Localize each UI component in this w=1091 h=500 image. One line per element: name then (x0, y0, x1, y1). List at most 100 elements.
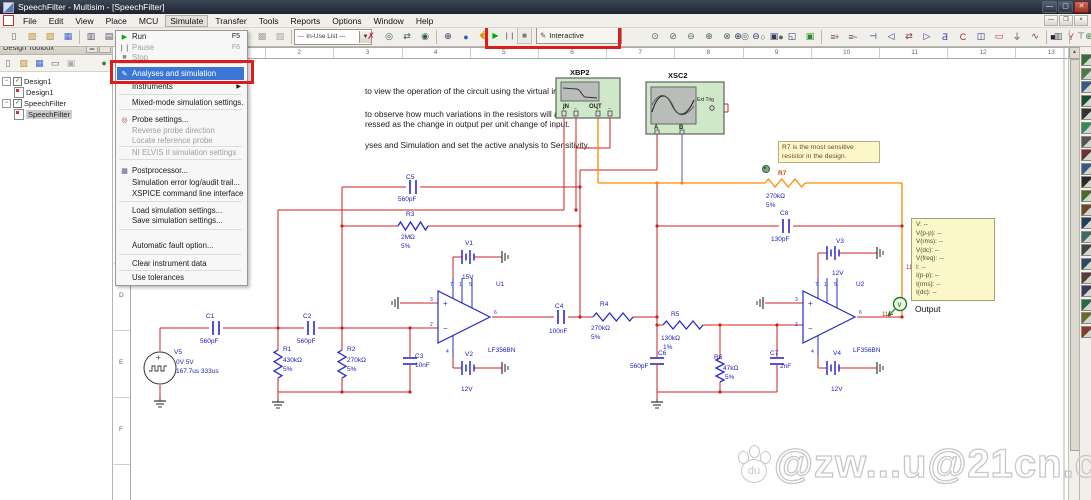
place-rf-icon[interactable]: Y (1067, 31, 1074, 42)
menu-item-automatic-fault-option[interactable]: Automatic fault option... (117, 239, 244, 252)
menu-item-clear-instrument-data[interactable]: Clear instrument data (117, 257, 244, 270)
voltage-probe-icon[interactable]: ◉ (421, 31, 429, 41)
iv-analyzer-icon[interactable] (1081, 190, 1091, 202)
menu-item-instruments[interactable]: Instruments▶ (132, 82, 241, 91)
child-minimize-button[interactable]: — (1044, 15, 1058, 26)
menu-item-probe-settings[interactable]: ◎Probe settings... (117, 113, 244, 126)
in-use-list-select[interactable]: --- In-Use List ---▼ (294, 28, 372, 45)
grapher-icon[interactable]: ▨ (275, 31, 285, 41)
pause-button[interactable]: ❙❙ (503, 32, 516, 40)
erase-probe-icon[interactable]: ✗ (367, 31, 375, 41)
menu-mcu[interactable]: MCU (138, 15, 159, 26)
wattmeter-icon[interactable] (1081, 81, 1091, 94)
current-clamp-icon[interactable] (1081, 326, 1091, 338)
place-power-icon[interactable]: ⏚ (1012, 32, 1022, 42)
place-peripherals-icon[interactable]: ■ (1050, 31, 1056, 42)
menu-place[interactable]: Place (105, 15, 127, 26)
place-transistor-icon[interactable]: ◁ (887, 31, 895, 41)
place-analog-icon[interactable]: ⇄ (905, 31, 913, 41)
menu-file[interactable]: File (23, 15, 37, 26)
child-close-button[interactable]: × (1074, 15, 1088, 26)
description-box-icon[interactable]: ≡ (830, 31, 836, 42)
zoom-out-icon[interactable]: ⊖ (752, 31, 760, 41)
fullscreen-icon[interactable]: ▣ (805, 31, 815, 41)
reverse-probe-icon[interactable]: ⇄ (403, 31, 411, 41)
menu-item-mixed-mode-simulation-settings[interactable]: Mixed-mode simulation settings... (117, 96, 244, 109)
menu-edit[interactable]: Edit (48, 15, 64, 26)
distortion-analyzer-icon[interactable] (1081, 203, 1091, 216)
probe-power-icon[interactable]: ⊖ (687, 31, 695, 41)
logic-analyzer-icon[interactable] (1081, 176, 1091, 189)
help-bulb-icon[interactable]: � (479, 31, 489, 41)
menu-item-save-simulation-settings[interactable]: Save simulation settings... (117, 214, 244, 227)
menu-tools[interactable]: Tools (258, 15, 279, 26)
schematic-canvas[interactable] (114, 47, 1068, 500)
zoom-area-icon[interactable]: ▣ (769, 31, 779, 41)
save-design-icon[interactable]: ▦ (35, 57, 44, 68)
probe-differential-icon[interactable]: ⊕ (705, 31, 713, 41)
word-generator-icon[interactable] (1081, 149, 1091, 162)
menu-item-use-tolerances[interactable]: Use tolerances (117, 271, 244, 284)
multimeter-icon[interactable] (1081, 54, 1091, 66)
labview-instrument-icon[interactable] (1081, 312, 1091, 325)
stop-button[interactable]: ■ (517, 27, 532, 44)
place-misc-icon[interactable]: ∿ (1031, 31, 1039, 41)
hierarchical-block-icon[interactable]: ⊤ (1077, 31, 1085, 41)
probe-digital-icon[interactable]: ⊗ (723, 31, 731, 41)
new-design-icon[interactable]: ▯ (5, 57, 11, 68)
screen-capture-icon[interactable]: ▩ (257, 31, 267, 41)
document-icon[interactable] (3, 15, 14, 26)
place-source-icon[interactable]: + (834, 31, 840, 42)
print-preview-icon[interactable]: ▤ (104, 31, 114, 41)
place-mcu-icon[interactable]: ▥ (1053, 31, 1063, 41)
help-ball-icon[interactable]: ● (463, 31, 469, 42)
edit-text-icon[interactable]: ≡ (848, 31, 854, 42)
zoom-in-icon[interactable]: ⊕ (734, 31, 742, 41)
menu-item-load-simulation-settings[interactable]: Load simulation settings... (117, 204, 244, 217)
measurement-probe-icon[interactable] (1081, 298, 1091, 311)
close-design-icon[interactable]: ▭ (50, 57, 60, 68)
open-sample-icon[interactable]: ▧ (45, 31, 55, 41)
oscilloscope-icon[interactable] (1081, 94, 1091, 107)
interactive-mode-select[interactable]: ✎ Interactive (536, 27, 622, 44)
probe-voltage-icon[interactable]: ⊙ (651, 31, 659, 41)
save-icon[interactable]: ▦ (63, 31, 73, 41)
frequency-counter-icon[interactable] (1081, 135, 1091, 148)
tree-item-speechfilter-sheet[interactable]: SpeechFilter (0, 109, 112, 120)
four-channel-scope-icon[interactable] (1081, 108, 1091, 121)
place-diode-icon[interactable]: ⊣ (869, 31, 877, 41)
snapshot-icon[interactable]: ▣ (66, 57, 76, 68)
tektronix-scope-icon[interactable] (1081, 285, 1091, 298)
tree-item-design1-sheet[interactable]: Design1 (0, 87, 112, 98)
place-electromech-icon[interactable]: ⊕ (1085, 31, 1091, 41)
open-design-icon[interactable]: ▨ (19, 57, 28, 68)
run-button[interactable]: ▶ (492, 31, 499, 40)
agilent-scope-icon[interactable] (1081, 271, 1091, 284)
zoom-fit-icon[interactable]: ◱ (787, 31, 797, 41)
maximize-button[interactable]: ▢ (1058, 1, 1073, 13)
new-file-icon[interactable]: ▯ (11, 31, 17, 41)
place-misc-digital-icon[interactable]: C (959, 31, 967, 42)
menu-item-analyses-and-simulation[interactable]: ✎Analyses and simulation (117, 67, 244, 80)
child-restore-button[interactable]: ❐ (1059, 15, 1073, 26)
place-cmos-icon[interactable]: Ƌ (942, 31, 948, 42)
tree-item-design1[interactable]: −✓ Design1 (0, 76, 112, 87)
probe-current-icon[interactable]: ⊘ (669, 31, 677, 41)
place-mixed-icon[interactable]: ◫ (976, 31, 986, 41)
probe-settings-icon[interactable]: ◎ (385, 31, 393, 41)
menu-item-postprocessor[interactable]: ▦Postprocessor... (117, 164, 244, 177)
probe-settings2-icon[interactable]: ○ (760, 31, 766, 42)
agilent-multimeter-icon[interactable] (1081, 258, 1091, 270)
menu-view[interactable]: View (75, 15, 94, 26)
logic-converter-icon[interactable] (1081, 162, 1091, 175)
spectrum-analyzer-icon[interactable] (1081, 217, 1091, 230)
menu-item-xspice-command-line-interface[interactable]: XSPICE command line interface... (117, 187, 244, 200)
probe-clear-icon[interactable]: ● (778, 31, 784, 42)
menu-item-simulation-error-log-audit-trail[interactable]: Simulation error log/audit trail... (117, 176, 244, 189)
menu-help[interactable]: Help (415, 15, 434, 26)
agilent-function-gen-icon[interactable] (1081, 244, 1091, 257)
menu-simulate[interactable]: Simulate (165, 14, 209, 27)
menu-reports[interactable]: Reports (290, 15, 321, 26)
open-file-icon[interactable]: ▨ (27, 31, 37, 41)
